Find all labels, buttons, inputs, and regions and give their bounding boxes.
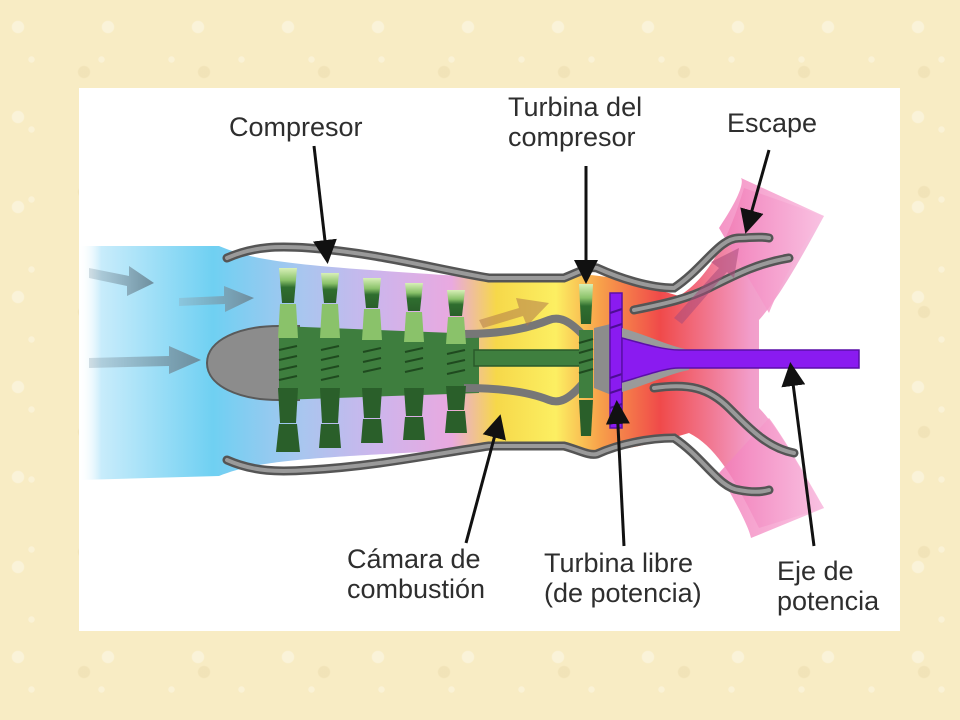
engine-casing-lower-inner bbox=[225, 435, 771, 494]
pointer-turbina-libre bbox=[605, 400, 630, 547]
combustion-liner-lower bbox=[463, 379, 588, 406]
label-turbina-compresor-line1: Turbina del bbox=[508, 92, 643, 122]
label-turbina-compresor-line2: compresor bbox=[508, 122, 636, 152]
label-eje-line2: potencia bbox=[777, 586, 880, 616]
label-eje-potencia: Eje de potencia bbox=[777, 556, 879, 616]
compressor-drum bbox=[279, 326, 479, 400]
label-escape: Escape bbox=[727, 108, 817, 138]
diagram-panel: Compresor Turbina del compresor Escape C… bbox=[79, 88, 900, 631]
label-camara-combustion: Cámara de combustión bbox=[347, 544, 485, 604]
inlet-nose-cone bbox=[205, 325, 300, 401]
label-escape-text: Escape bbox=[727, 108, 818, 138]
label-camara-line1: Cámara de bbox=[347, 544, 481, 574]
label-turbina-compresor: Turbina del compresor bbox=[508, 92, 642, 152]
compressor-turbine bbox=[578, 284, 594, 436]
label-pointers bbox=[312, 145, 816, 547]
power-output-shaft bbox=[621, 337, 860, 383]
label-turbina-libre-line2: (de potencia) bbox=[544, 578, 702, 608]
exhaust-duct-lower-inner bbox=[652, 384, 796, 455]
pointer-camara bbox=[464, 414, 506, 544]
label-camara-line2: combustión bbox=[347, 574, 486, 604]
label-eje-line1: Eje de bbox=[777, 556, 854, 586]
pointer-eje bbox=[781, 362, 816, 547]
label-compresor: Compresor bbox=[229, 112, 363, 142]
combustion-liner-upper bbox=[463, 314, 587, 339]
label-compresor-text: Compresor bbox=[229, 112, 363, 142]
pointer-compresor bbox=[312, 145, 337, 264]
compressor-blades bbox=[276, 268, 467, 452]
airflow-arrows bbox=[89, 248, 739, 374]
pointer-escape bbox=[740, 149, 771, 234]
turboshaft-engine-diagram bbox=[79, 145, 860, 547]
compressor-shaft bbox=[473, 349, 585, 367]
label-turbina-libre-line1: Turbina libre bbox=[544, 548, 694, 578]
label-turbina-libre: Turbina libre (de potencia) bbox=[544, 548, 702, 608]
exhaust-plume-lower bbox=[719, 418, 824, 538]
